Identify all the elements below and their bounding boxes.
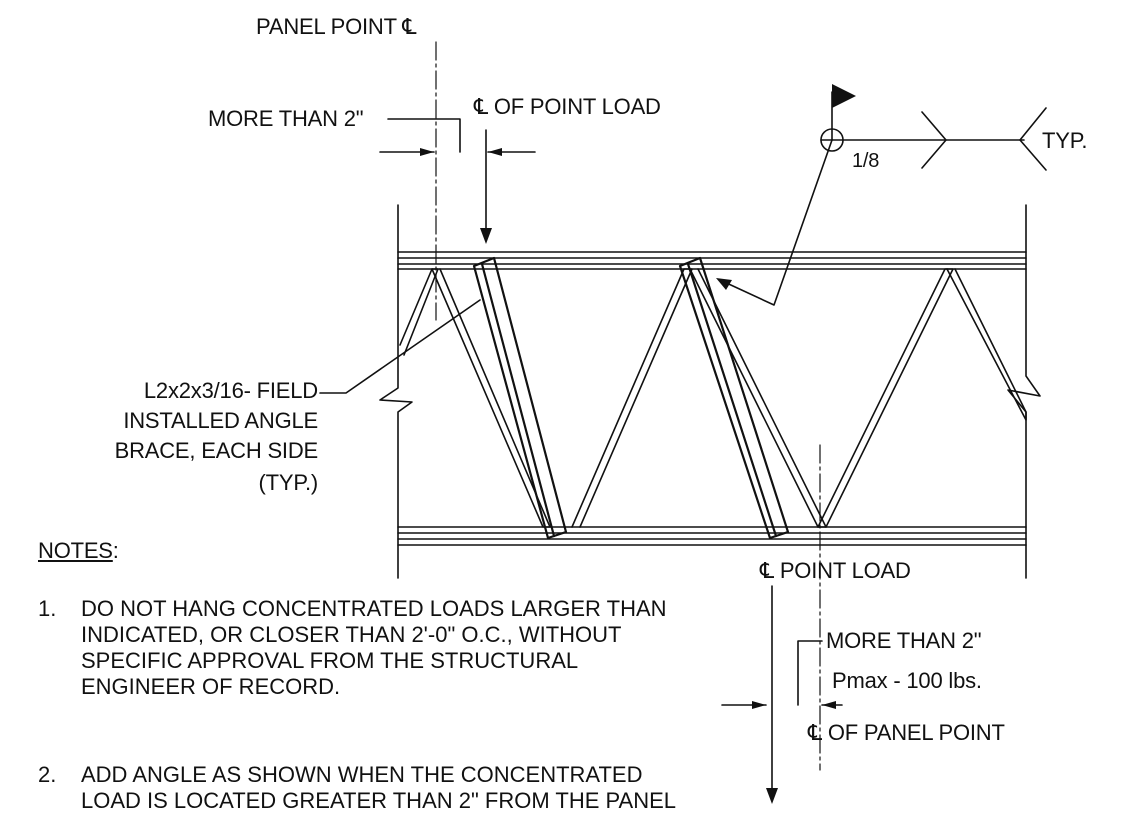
angle-brace-leader	[319, 299, 481, 394]
note-1-line-4: ENGINEER OF RECORD.	[81, 674, 341, 699]
note-2-line-2: LOAD IS LOCATED GREATER THAN 2" FROM THE…	[81, 788, 676, 813]
angle-brace-label-line-3: BRACE, EACH SIDE	[114, 438, 319, 463]
angle-brace-label-line-2: INSTALLED ANGLE	[123, 408, 318, 433]
angle-brace-label-line-4: (TYP.)	[258, 470, 318, 495]
notes-heading: NOTES:	[38, 538, 119, 563]
web-members	[399, 268, 1027, 528]
weld-symbol	[719, 91, 1047, 306]
angle-brace-label-line-1: L2x2x3/16- FIELD	[143, 378, 318, 403]
left-break-line	[379, 204, 413, 579]
note-2-line-1: ADD ANGLE AS SHOWN WHEN THE CONCENTRATED	[81, 762, 643, 787]
note-1-line-2: INDICATED, OR CLOSER THAN 2'-0" O.C., WI…	[81, 622, 622, 647]
right-break-line	[1007, 204, 1041, 579]
centerline-of-panel-point-label: ℄ OF PANEL POINT	[808, 720, 1005, 745]
note-2-number: 2.	[38, 762, 57, 787]
weld-size-label: 1/8	[852, 150, 880, 172]
more-than-2-top-leader	[387, 118, 461, 153]
note-1-number: 1.	[38, 596, 57, 621]
note-1-line-1: DO NOT HANG CONCENTRATED LOADS LARGER TH…	[81, 596, 667, 621]
panel-point-centerline-label: PANEL POINT ℄	[256, 14, 417, 39]
field-weld-flag	[832, 84, 856, 108]
typ-label: TYP.	[1042, 128, 1088, 153]
more-than-2-top-label: MORE THAN 2"	[208, 106, 364, 131]
centerline-point-load-label: ℄ POINT LOAD	[760, 558, 911, 583]
angle-brace-right	[678, 256, 790, 540]
note-1-line-3: SPECIFIC APPROVAL FROM THE STRUCTURAL	[81, 648, 579, 673]
pmax-label: Pmax - 100 lbs.	[832, 668, 982, 693]
angle-brace-left	[472, 256, 568, 540]
centerline-of-point-load-label: ℄ OF POINT LOAD	[474, 94, 661, 119]
more-than-2-bottom-label: MORE THAN 2"	[826, 628, 982, 653]
